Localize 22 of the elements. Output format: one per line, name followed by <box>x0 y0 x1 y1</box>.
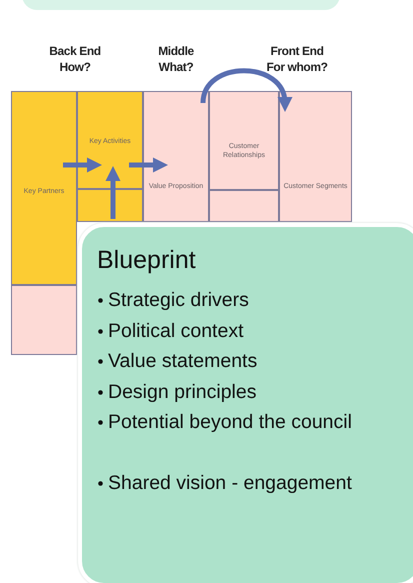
arrow <box>63 158 102 172</box>
bullet-item: Strategic drivers <box>108 288 249 313</box>
arrow <box>129 158 168 172</box>
canvas-cell <box>209 190 279 222</box>
card-heading: Blueprint <box>97 245 197 275</box>
canvas-cell <box>77 189 143 222</box>
canvas-cell <box>77 91 143 189</box>
canvas-cell <box>11 285 77 355</box>
arrow <box>200 68 292 112</box>
canvas-cell <box>143 91 209 222</box>
canvas-cell <box>11 91 77 285</box>
bullet-item: Design principles <box>108 380 256 404</box>
arrow <box>106 166 120 219</box>
column-heading: Back End How? <box>48 43 102 75</box>
bullet-item: Political context <box>108 318 244 344</box>
bullet-item: Value statements <box>108 349 258 374</box>
canvas-cell <box>279 91 352 222</box>
bullet-item: Potential beyond the council <box>108 410 352 435</box>
column-heading: Middle What? <box>157 43 195 75</box>
bullet-item: Shared vision - engagement <box>108 470 352 496</box>
column-heading: Front End For whom? <box>265 43 329 75</box>
canvas-cell <box>209 91 279 190</box>
